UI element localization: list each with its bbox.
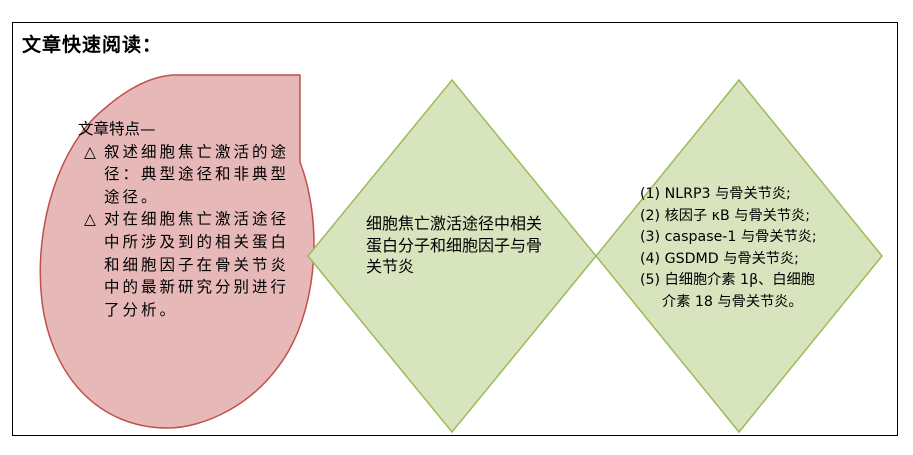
feature-item: △ 叙述细胞焦亡激活的途径：典型途径和非典型途径。 — [78, 141, 293, 209]
left-callout-shape — [39, 74, 315, 429]
middle-diamond-text: 细胞焦亡激活途径中相关蛋白分子和细胞因子与骨关节炎 — [366, 214, 543, 277]
feature-text: 叙述细胞焦亡激活的途径：典型途径和非典型途径。 — [104, 142, 290, 206]
left-callout-text: 文章特点— △ 叙述细胞焦亡激活的途径：典型途径和非典型途径。 △ 对在细胞焦亡… — [78, 118, 293, 321]
triangle-bullet-icon: △ — [84, 142, 96, 161]
list-item: (1) NLRP3 与骨关节炎; — [640, 186, 791, 202]
triangle-bullet-icon: △ — [84, 210, 96, 229]
feature-item: △ 对在细胞焦亡激活途径中所涉及到的相关蛋白和细胞因子在骨关节炎中的最新研究分别… — [78, 208, 293, 321]
right-diamond-list: (1) NLRP3 与骨关节炎; (2) 核因子 κB 与骨关节炎; (3) c… — [640, 184, 880, 314]
list-item: (4) GSDMD 与骨关节炎; — [640, 250, 799, 267]
features-title: 文章特点— — [78, 120, 156, 138]
page-heading: 文章快速阅读： — [22, 34, 163, 56]
list-item: (2) 核因子 κB 与骨关节炎; — [640, 207, 811, 224]
list-item: (5) 白细胞介素 1β、白细胞 — [640, 272, 815, 289]
right-diamond-shape — [595, 78, 883, 434]
feature-text: 对在细胞焦亡激活途径中所涉及到的相关蛋白和细胞因子在骨关节炎中的最新研究分别进行… — [104, 210, 290, 319]
list-item: (3) caspase-1 与骨关节炎; — [640, 229, 817, 246]
list-item: 介素 18 与骨关节炎。 — [662, 293, 803, 310]
summary-frame — [12, 22, 898, 436]
middle-diamond-shape — [307, 78, 597, 434]
